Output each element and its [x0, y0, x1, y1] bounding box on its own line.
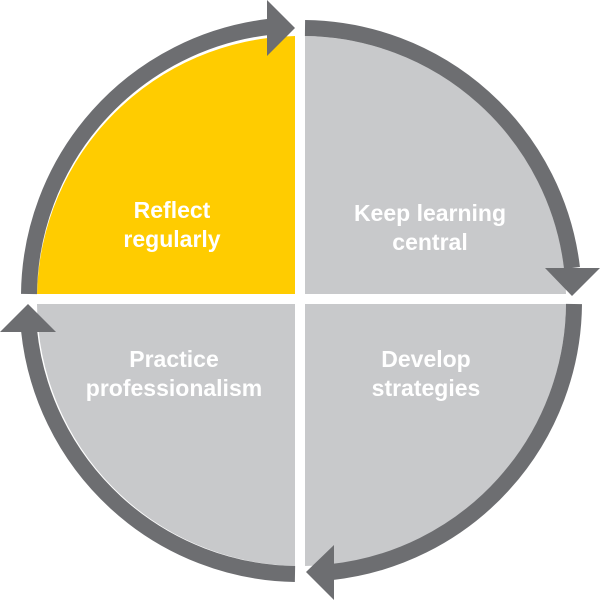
arrowhead-up-icon	[0, 304, 56, 332]
segment-label-reflect: Reflect regularly	[123, 197, 221, 252]
arrow-arc-top-right	[304, 20, 580, 269]
segment-label-develop: Develop strategies	[371, 346, 481, 401]
segment-label-practice: Practice professionalism	[85, 346, 263, 401]
arrowhead-down-icon	[545, 268, 600, 296]
segment-top-left	[37, 36, 295, 294]
segment-bottom-left	[37, 304, 295, 566]
arrowhead-left-icon	[306, 545, 334, 600]
arrow-arc-top-left	[21, 19, 269, 295]
arrowhead-right-icon	[267, 0, 295, 56]
segment-top-right	[305, 36, 566, 294]
arrow-arc-bottom-right	[331, 303, 582, 580]
arrow-arc-bottom-left	[21, 329, 296, 582]
segment-bottom-right	[305, 304, 566, 566]
segment-label-keep-learning: Keep learning central	[353, 200, 507, 255]
